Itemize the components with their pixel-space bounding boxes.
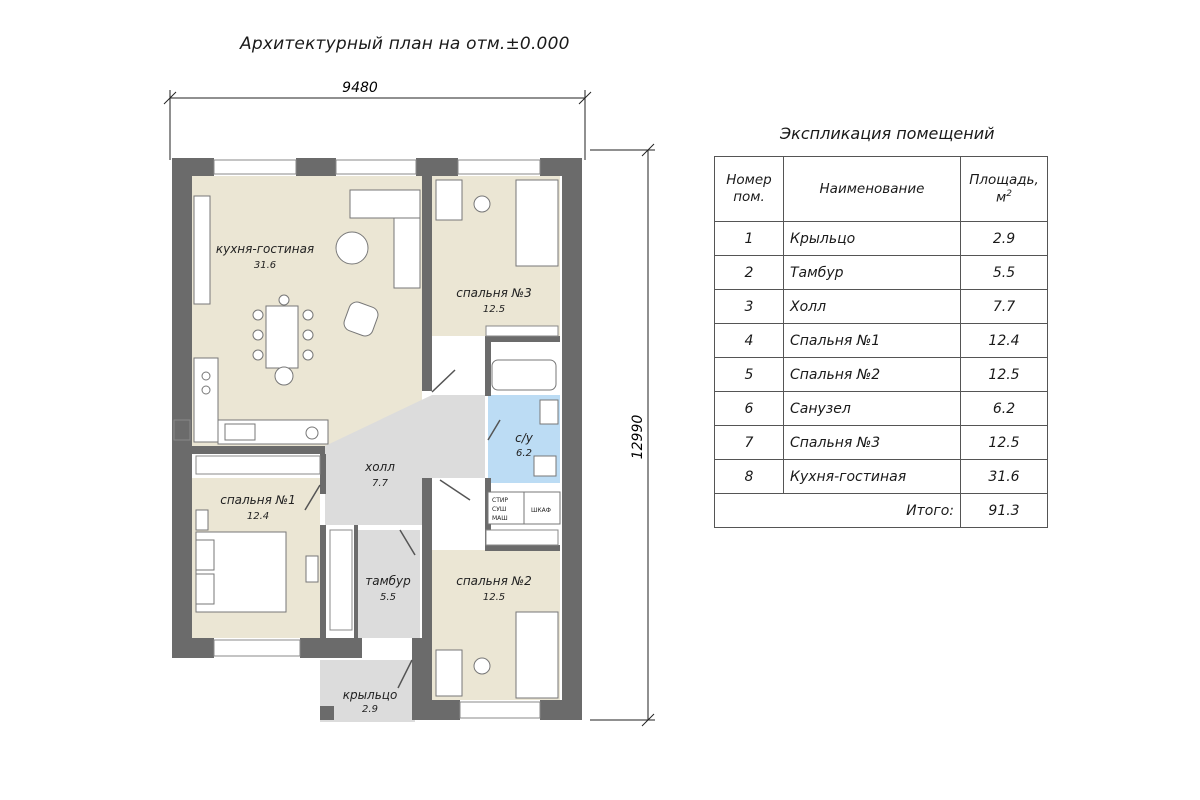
row-area: 6.2 (960, 391, 1048, 426)
header-area: Площадь,м2 (960, 156, 1048, 222)
row-number: 3 (714, 289, 784, 324)
row-name: Холл (783, 289, 961, 324)
row-number: 8 (714, 459, 784, 494)
plan-title: Архитектурный план на отм.±0.000 (240, 34, 570, 54)
vestibule-floor (358, 530, 420, 638)
dimension-width (163, 90, 592, 160)
room-area-bedroom1: 12.4 (247, 511, 269, 522)
row-name: Крыльцо (783, 221, 961, 256)
row-name: Санузел (783, 391, 961, 426)
row-area: 5.5 (960, 255, 1048, 290)
bedroom1-furniture (195, 509, 319, 613)
room-name-porch: крыльцо (343, 688, 398, 702)
row-number: 7 (714, 425, 784, 460)
row-number: 2 (714, 255, 784, 290)
closet-label-laundry-3: МАШ (492, 515, 508, 522)
header-name: Наименование (783, 156, 961, 222)
row-name: Спальня №3 (783, 425, 961, 460)
total-label: Итого: (714, 493, 961, 528)
dimension-height (590, 143, 655, 727)
row-name: Кухня-гостиная (783, 459, 961, 494)
row-area: 12.5 (960, 357, 1048, 392)
dim-height-label: 12990 (630, 415, 646, 460)
closet-label-laundry-2: СУШ (492, 506, 506, 513)
windows (173, 159, 541, 719)
closet-label-wardrobe: ШКАФ (531, 507, 551, 514)
room-area-kitchen: 31.6 (254, 260, 276, 271)
closet-strip (195, 325, 559, 631)
row-number: 6 (714, 391, 784, 426)
explication-total-row: Итого: 91.3 (714, 493, 1048, 528)
row-number: 1 (714, 221, 784, 256)
room-name-bedroom1: спальня №1 (220, 493, 296, 507)
row-name: Тамбур (783, 255, 961, 290)
exterior-walls (172, 158, 582, 720)
room-area-bedroom3: 12.5 (483, 304, 505, 315)
bathroom-fixtures (487, 359, 561, 525)
row-area: 12.5 (960, 425, 1048, 460)
dim-width-label: 9480 (342, 80, 378, 96)
row-area: 12.4 (960, 323, 1048, 358)
room-area-bedroom2: 12.5 (483, 592, 505, 603)
row-name: Спальня №1 (783, 323, 961, 358)
row-number: 4 (714, 323, 784, 358)
closet-label-laundry-1: СТИР (492, 497, 508, 504)
explication-title: Экспликация помещений (780, 124, 995, 143)
row-name: Спальня №2 (783, 357, 961, 392)
room-name-bedroom2: спальня №2 (456, 574, 532, 588)
hall-floor (325, 395, 485, 525)
room-area-vestibule: 5.5 (380, 592, 396, 603)
room-name-vestibule: тамбур (365, 574, 411, 588)
room-name-bedroom3: спальня №3 (456, 286, 532, 300)
total-value: 91.3 (960, 493, 1048, 528)
room-name-hall: холл (364, 460, 395, 474)
bedroom3-furniture (435, 179, 559, 267)
bedroom2-furniture (435, 611, 559, 699)
room-area-bathroom: 6.2 (516, 448, 532, 459)
room-area-porch: 2.9 (362, 704, 378, 715)
room-name-bathroom: с/у (515, 431, 534, 445)
row-number: 5 (714, 357, 784, 392)
room-area-hall: 7.7 (372, 478, 389, 489)
porch-floor (320, 660, 415, 722)
doors (304, 369, 501, 689)
row-area: 2.9 (960, 221, 1048, 256)
row-area: 31.6 (960, 459, 1048, 494)
kitchen-furniture (193, 189, 421, 445)
room-name-kitchen: кухня-гостиная (216, 242, 314, 256)
row-area: 7.7 (960, 289, 1048, 324)
